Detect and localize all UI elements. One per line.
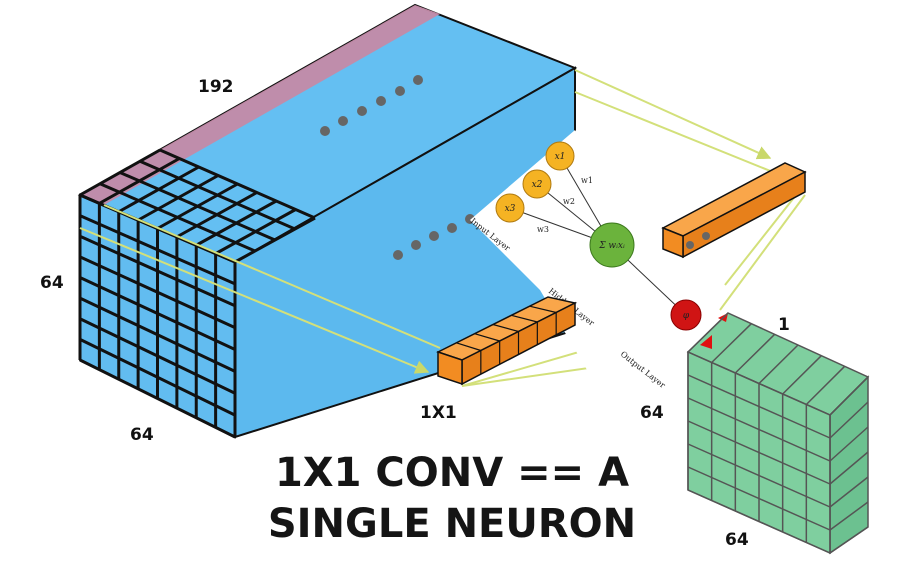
svg-text:φ: φ <box>683 311 690 321</box>
input-height-label: 64 <box>40 273 64 293</box>
input-node-1: x1 <box>545 141 575 171</box>
kernel-1x1-bar <box>436 296 578 386</box>
input-width-label: 64 <box>130 425 154 445</box>
input-node-2: x2 <box>522 169 552 199</box>
hidden-node: Σ wᵢxᵢ <box>589 222 635 268</box>
title-line-2: SINGLE NEURON <box>268 501 636 547</box>
output-node: φ <box>670 299 702 331</box>
kernel-length-label: 64 <box>640 403 664 423</box>
depth-ellipsis-top <box>320 75 423 136</box>
output-volume-grid <box>687 312 869 554</box>
svg-text:x2: x2 <box>532 180 543 190</box>
output-width-label: 64 <box>725 530 749 550</box>
title-line-1: 1X1 CONV == A <box>275 450 629 496</box>
output-volume <box>686 312 870 555</box>
input-node-3: x3 <box>495 193 525 223</box>
output-red-marker <box>700 335 712 349</box>
svg-text:Σ wᵢxᵢ: Σ wᵢxᵢ <box>598 241 625 251</box>
weight-label-2: w2 <box>563 197 575 206</box>
svg-text:x1: x1 <box>555 152 566 162</box>
filter-bar-right <box>661 162 807 259</box>
weight-label-3: w3 <box>537 225 549 234</box>
kernel-size-label: 1X1 <box>420 403 457 423</box>
input-depth-label: 192 <box>198 77 234 97</box>
weight-label-1: w1 <box>581 176 593 185</box>
svg-text:x3: x3 <box>505 204 516 214</box>
output-depth-label: 1 <box>778 315 790 335</box>
neuron-panel: x1 x2 x3 w1 w2 w3 Σ wᵢxᵢ φ Input Layer H… <box>469 130 720 392</box>
